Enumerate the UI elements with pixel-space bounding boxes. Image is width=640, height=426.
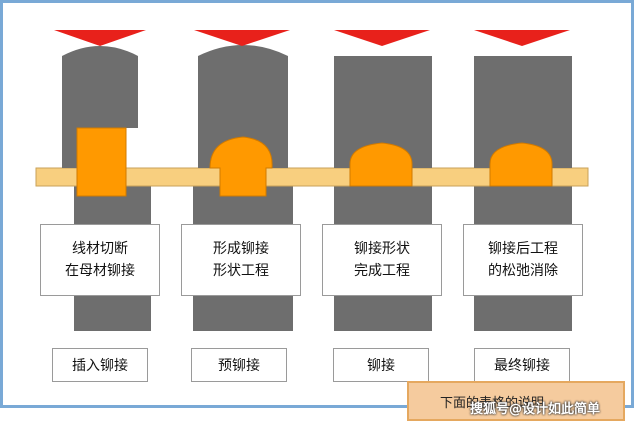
rivet-2 xyxy=(209,136,273,197)
stage-label-2: 预铆接 xyxy=(191,348,287,382)
watermark-text: 搜狐号@设计如此简单 xyxy=(470,402,601,417)
press-arrow-4 xyxy=(474,30,570,46)
press-arrow-2 xyxy=(194,30,290,46)
stage-label-4: 最终铆接 xyxy=(474,348,570,382)
note-text: 下面的表格的说明 xyxy=(440,396,545,411)
stage-label-1: 插入铆接 xyxy=(52,348,148,382)
upper-punch-2 xyxy=(198,45,288,168)
description-box-3: 铆接形状 完成工程 xyxy=(322,224,442,296)
description-box-4: 铆接后工程 的松弛消除 xyxy=(463,224,583,296)
note-box xyxy=(407,381,625,421)
press-arrow-3 xyxy=(334,30,430,46)
base-plate xyxy=(35,167,589,187)
press-arrow-1 xyxy=(54,30,146,46)
stage-label-3: 铆接 xyxy=(333,348,429,382)
rivet-4 xyxy=(489,142,553,187)
description-box-2: 形成铆接 形状工程 xyxy=(181,224,301,296)
rivet-3 xyxy=(349,142,413,187)
rivet-1 xyxy=(76,127,127,197)
description-box-1: 线材切断 在母材铆接 xyxy=(40,224,160,296)
